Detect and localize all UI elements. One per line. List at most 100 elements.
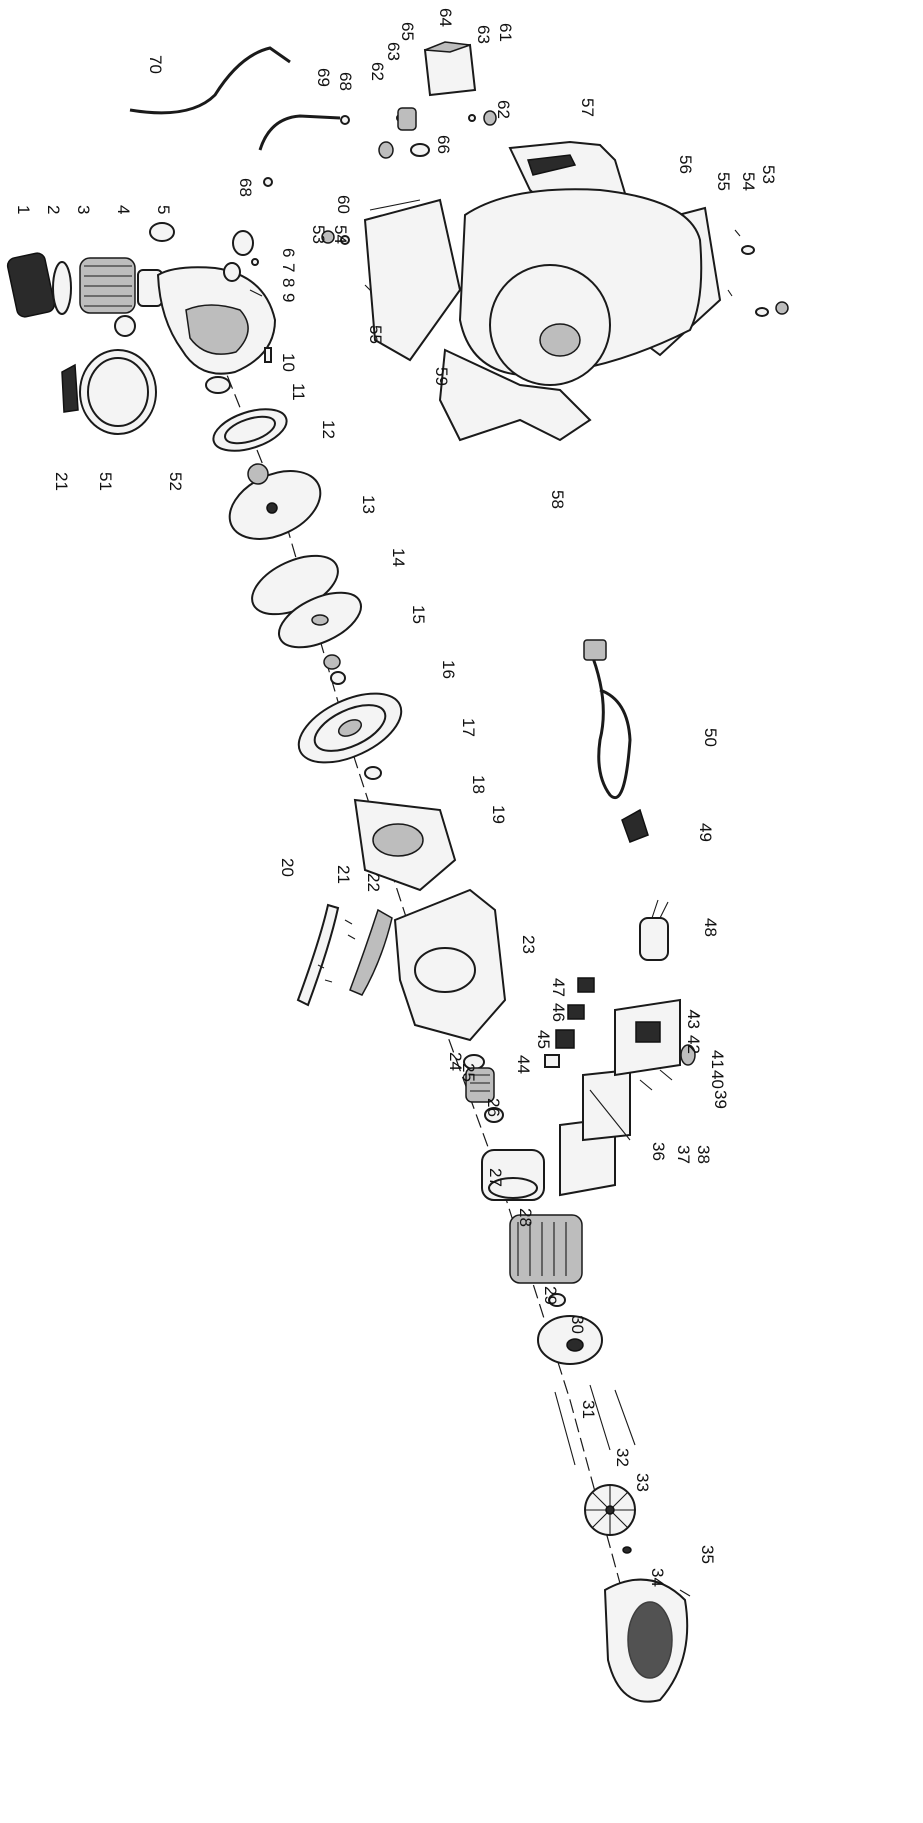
part-61-pressure-tank [458,188,703,386]
callout-label-12: 12 [319,420,338,439]
callout-label-5: 5 [154,205,173,214]
part-70-flexible-hose [129,46,291,115]
part-47-button [577,977,595,993]
part-50-power-cable [583,639,632,799]
part-12-gasket-ring [212,408,288,452]
part-22-handle-grip [349,908,393,996]
part-65-tee-fitting [397,107,417,131]
part-31-tie-rods [554,1384,636,1466]
part-18-washer [364,766,382,780]
part-27-stator-sleeve [481,1149,545,1201]
part-43-screw [689,1009,701,1017]
part-45-relay [555,1029,575,1049]
callout-label-29: 29 [541,1286,560,1305]
callout-label-57: 57 [578,98,597,117]
callout-label-49: 49 [696,823,715,842]
part-19-bracket [353,798,457,892]
part-35-screw [679,1589,691,1597]
callout-label-44: 44 [514,1055,533,1074]
part-28-stator [509,1214,583,1284]
assembly-axis [204,319,631,1621]
callout-label-63a: 63 [384,42,403,61]
part-13-impeller-housing [228,463,322,540]
part-62-fitting [378,110,497,159]
callout-label-51: 51 [96,472,115,491]
callout-label-21b: 21 [52,472,71,491]
callout-label-42: 42 [684,1035,703,1054]
callout-label-2: 2 [44,205,63,214]
callout-label-46: 46 [549,1003,568,1022]
part-17-impeller [297,692,403,764]
callout-label-47: 47 [549,978,568,997]
callout-label-27: 27 [486,1168,505,1187]
part-11-ring [205,376,231,394]
callout-label-33: 33 [633,1473,652,1492]
part-26-rear-bearing [484,1107,504,1123]
part-21-screws [317,919,356,983]
part-16-shaft-seal [323,654,346,685]
callout-label-20: 20 [278,858,297,877]
callout-label-32: 32 [613,1448,632,1467]
callout-label-36: 36 [649,1142,668,1161]
callout-label-30: 30 [568,1315,587,1334]
callout-label-14: 14 [389,548,408,567]
callout-label-70: 70 [146,55,165,74]
callout-label-8: 8 [279,278,298,287]
part-15-diffuser-plate [278,591,362,649]
callout-label-64: 64 [436,8,455,27]
part-48-capacitor [639,899,669,961]
callout-label-65: 65 [398,22,417,41]
callout-label-40: 40 [708,1070,727,1089]
part-2-o-ring [52,261,72,315]
callout-label-54a: 54 [331,225,350,244]
part-7-washer [251,258,259,266]
callout-label-11: 11 [289,383,308,401]
part-54-washer [340,235,769,317]
part-68-clamp [263,115,350,187]
part-33-clip [622,1546,632,1554]
part-29-bearing [548,1293,566,1307]
part-53-nut [321,230,789,315]
part-6-seal [232,230,254,256]
part-9-screw [249,289,263,297]
part-58-left-frame [438,348,592,442]
callout-label-55a: 55 [366,325,385,344]
part-23-motor-bracket [393,888,507,1042]
callout-label-52: 52 [166,472,185,491]
callout-label-38: 38 [694,1145,713,1164]
callout-label-3: 3 [74,205,93,214]
callout-label-43: 43 [684,1010,703,1029]
part-42-box-cover [614,998,681,1077]
part-69-hose [258,114,341,151]
callout-label-53b: 53 [759,165,778,184]
part-40-screw [659,1069,673,1081]
part-1-cap [6,252,56,318]
callout-label-41: 41 [708,1050,727,1069]
callout-label-59: 59 [432,367,451,386]
part-38-gasket [589,1089,631,1141]
callout-label-19: 19 [489,805,508,824]
callout-label-22: 22 [364,873,383,892]
callout-label-69: 69 [314,68,333,87]
callout-label-39: 39 [711,1090,730,1109]
callout-label-13: 13 [359,495,378,514]
callout-label-45: 45 [534,1030,553,1049]
part-10-pin [264,347,272,363]
part-32-fan [584,1484,636,1536]
callout-label-24: 24 [446,1052,465,1071]
callout-label-37: 37 [674,1145,693,1164]
callout-label-48: 48 [701,918,720,937]
callout-label-34: 34 [648,1568,667,1587]
callout-label-9: 9 [279,293,298,302]
callout-label-1: 1 [14,205,33,214]
part-39-screw [639,1079,653,1091]
callout-label-7: 7 [279,263,298,272]
callout-label-26: 26 [484,1098,503,1117]
part-5-nut [149,222,175,242]
part-30-end-cover [537,1315,603,1365]
callout-label-55b: 55 [714,172,733,191]
callout-label-35: 35 [698,1545,717,1564]
part-59-mount-bracket [363,198,462,362]
callout-label-62b: 62 [494,100,513,119]
